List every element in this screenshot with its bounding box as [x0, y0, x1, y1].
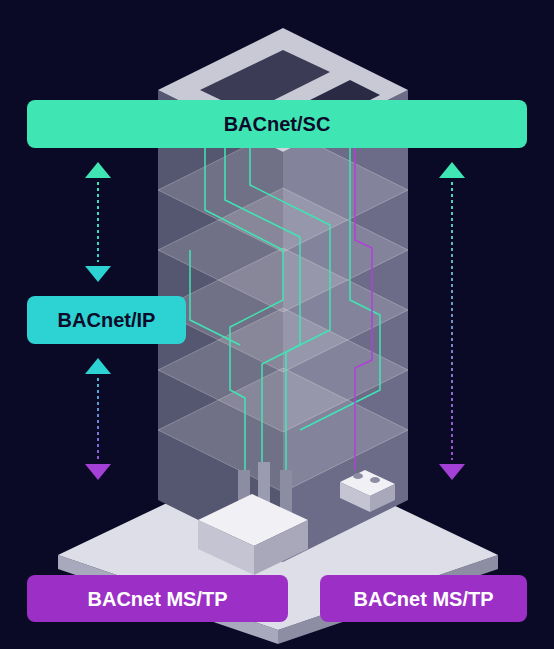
arrow-head	[85, 358, 111, 374]
node-label: BACnet MS/TP	[354, 587, 494, 611]
floor-slabs	[158, 128, 408, 492]
connector	[439, 162, 465, 480]
node-label: BACnet/IP	[58, 308, 156, 332]
fieldbus-box: BACnet MS/TP	[27, 575, 288, 622]
arrow-head	[439, 162, 465, 178]
connector	[85, 162, 111, 282]
dashed-link	[451, 182, 453, 460]
arrow-head	[439, 464, 465, 480]
network-band: BACnet/SC	[27, 100, 527, 148]
dashed-link	[97, 182, 99, 262]
node-label: BACnet/SC	[224, 112, 331, 136]
connector	[85, 358, 111, 480]
arrow-head	[85, 266, 111, 282]
network-wiring	[190, 148, 380, 500]
fieldbus-box: BACnet MS/TP	[320, 575, 527, 622]
equipment	[198, 462, 395, 575]
node-label: BACnet MS/TP	[88, 587, 228, 611]
fieldbus-wiring	[355, 148, 372, 470]
arrow-head	[85, 464, 111, 480]
arrow-head	[85, 162, 111, 178]
dashed-link	[97, 378, 99, 460]
network-box: BACnet/IP	[27, 296, 186, 344]
